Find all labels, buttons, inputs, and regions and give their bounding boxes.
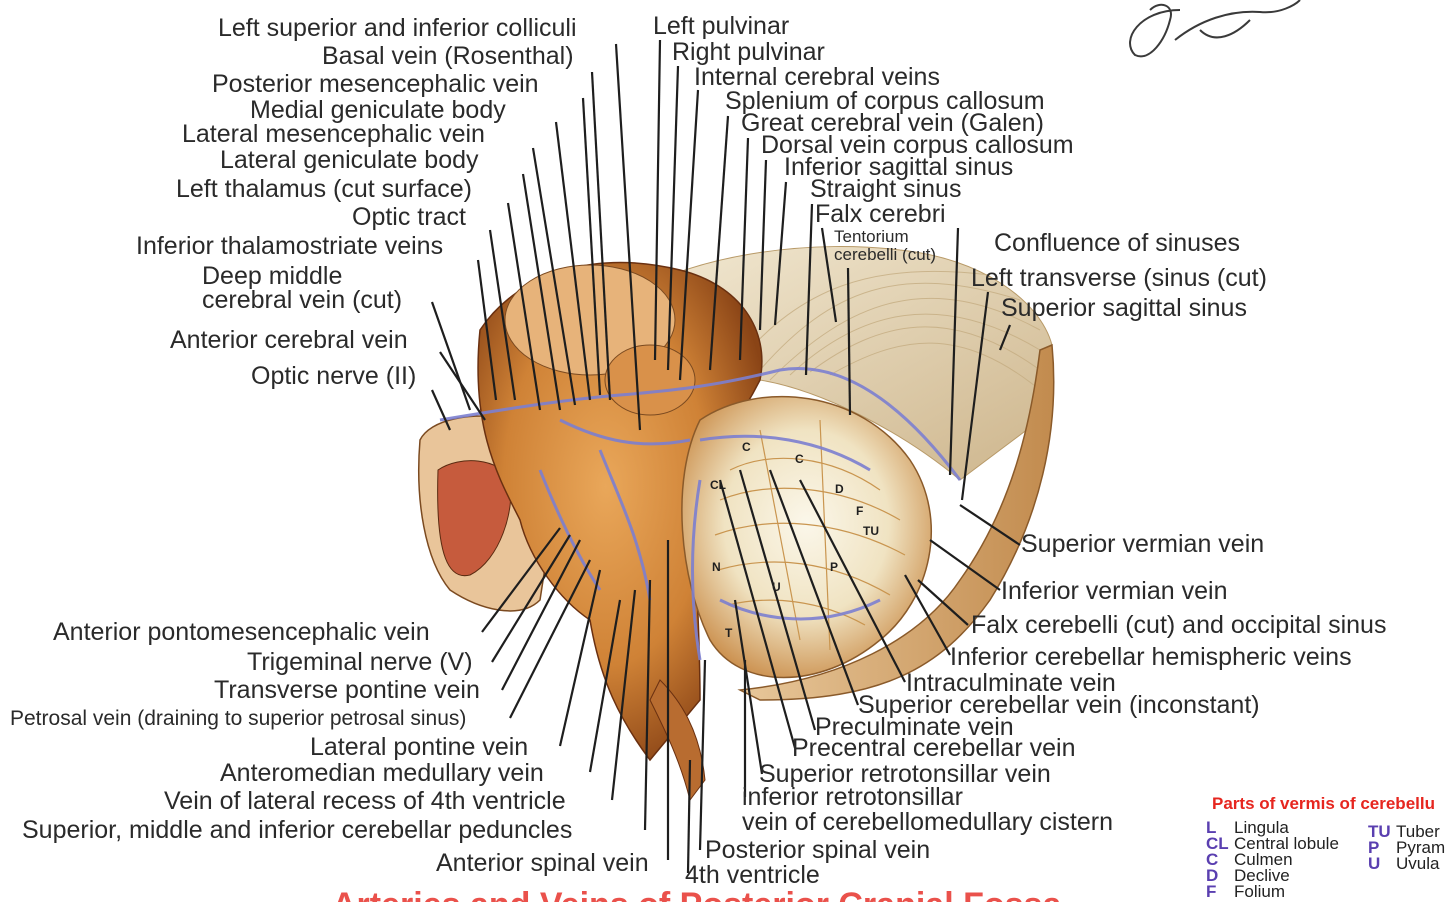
label-superior-vermian-vein: Superior vermian vein	[1021, 532, 1264, 557]
label-left-pulvinar: Left pulvinar	[653, 14, 789, 39]
label-posterior-mesencephalic-vein: Posterior mesencephalic vein	[212, 72, 539, 97]
legend-name: Uvula	[1396, 854, 1439, 873]
label-fourth-ventricle: 4th ventricle	[685, 863, 820, 888]
label-optic-tract: Optic tract	[352, 205, 466, 230]
label-inferior-retrotonsillar: inferior retrotonsillar	[742, 785, 963, 810]
label-left-thalamus: Left thalamus (cut surface)	[176, 177, 472, 202]
label-falx-cerebelli: Falx cerebelli (cut) and occipital sinus	[971, 613, 1386, 638]
label-cerebellar-peduncles: Superior, middle and inferior cerebellar…	[22, 818, 572, 843]
vermis-letter-f: F	[856, 504, 863, 518]
artist-signature	[1130, 0, 1300, 56]
vermis-letter-n: N	[712, 560, 721, 574]
label-superior-sagittal-sinus: Superior sagittal sinus	[1001, 296, 1247, 321]
figure-title: Arteries and Veins of Posterior Cranial …	[332, 886, 1061, 902]
vermis-letter-tu: TU	[863, 524, 879, 538]
label-precentral-cerebellar-vein: Precentral cerebellar vein	[792, 736, 1075, 761]
label-posterior-spinal-vein: Posterior spinal vein	[705, 838, 930, 863]
label-tentorium-line1: Tentorium	[834, 228, 909, 245]
label-anterior-spinal-vein: Anterior spinal vein	[436, 851, 649, 876]
vermis-letter-t: T	[725, 626, 732, 640]
label-anteromedian-medullary-vein: Anteromedian medullary vein	[220, 761, 544, 786]
label-deep-middle-line2: cerebral vein (cut)	[202, 288, 402, 313]
label-lateral-geniculate-body: Lateral geniculate body	[220, 148, 479, 173]
label-trigeminal-nerve: Trigeminal nerve (V)	[247, 650, 473, 675]
vermis-letter-c2: C	[795, 452, 804, 466]
label-anterior-cerebral-vein: Anterior cerebral vein	[170, 328, 408, 353]
vermis-letter-cl: CL	[710, 478, 726, 492]
label-inferior-thalamostriate-veins: Inferior thalamostriate veins	[136, 234, 443, 259]
legend-abbr: U	[1368, 855, 1396, 872]
legend-name: Folium	[1234, 882, 1285, 901]
label-transverse-pontine-vein: Transverse pontine vein	[214, 678, 480, 703]
label-tentorium-line2: cerebelli (cut)	[834, 246, 936, 263]
label-left-transverse-sinus: Left transverse (sinus (cut)	[971, 266, 1267, 291]
label-left-colliculi: Left superior and inferior colliculi	[218, 16, 577, 41]
legend-abbr: F	[1206, 883, 1234, 900]
vermis-letter-d: D	[835, 482, 844, 496]
label-confluence-of-sinuses: Confluence of sinuses	[994, 231, 1240, 256]
legend-title: Parts of vermis of cerebellu	[1212, 794, 1435, 814]
label-straight-sinus: Straight sinus	[810, 177, 961, 202]
label-lateral-mesencephalic-vein: Lateral mesencephalic vein	[182, 122, 485, 147]
label-anterior-pontomesencephalic-vein: Anterior pontomesencephalic vein	[53, 620, 430, 645]
label-inferior-vermian-vein: Inferior vermian vein	[1001, 579, 1227, 604]
label-lateral-pontine-vein: Lateral pontine vein	[310, 735, 528, 760]
vermis-letter-u: U	[772, 580, 781, 594]
label-basal-vein: Basal vein (Rosenthal)	[322, 44, 574, 69]
vermis-letter-p: P	[830, 560, 838, 574]
label-falx-cerebri: Falx cerebri	[815, 202, 946, 227]
vermis-letter-c1: C	[742, 440, 751, 454]
label-vein-lateral-recess: Vein of lateral recess of 4th ventricle	[164, 789, 566, 814]
label-inferior-cerebellar-hemispheric-veins: Inferior cerebellar hemispheric veins	[950, 645, 1352, 670]
label-right-pulvinar: Right pulvinar	[672, 40, 825, 65]
label-optic-nerve: Optic nerve (II)	[251, 364, 416, 389]
label-petrosal-vein: Petrosal vein (draining to superior petr…	[10, 708, 466, 729]
label-vein-cerebellomedullary-cistern: vein of cerebellomedullary cistern	[742, 810, 1113, 835]
